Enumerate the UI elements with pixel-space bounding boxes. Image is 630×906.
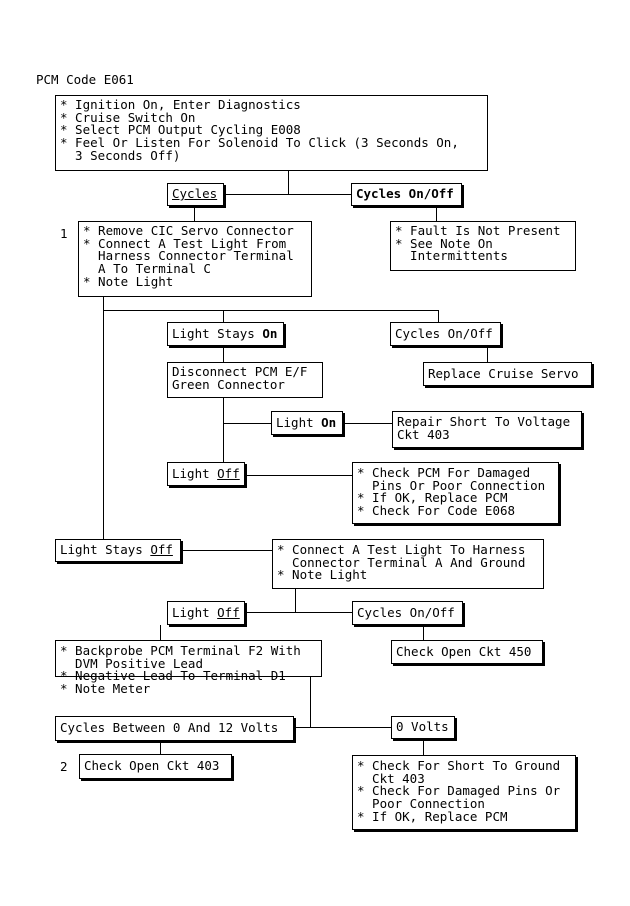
box-line: * Check For Short To Ground xyxy=(357,758,561,773)
box-line: * Connect A Test Light From xyxy=(83,235,287,251)
box-line: * Select PCM Output Cycling E008 xyxy=(60,122,301,138)
short-to-ground-box: * Check For Short To Ground Ckt 403 * Ch… xyxy=(352,755,576,830)
cycles-on-off-box: Cycles On/Off xyxy=(351,183,462,206)
connector-line xyxy=(245,475,352,476)
box-line: * If OK, Replace PCM xyxy=(357,808,508,824)
connector-line xyxy=(223,346,224,362)
box-line: * Note Meter xyxy=(60,681,151,697)
box-line: Disconnect PCM E/F xyxy=(172,364,308,379)
box-label: Replace Cruise Servo xyxy=(428,366,579,381)
cycles-on-off-box: Cycles On/Off xyxy=(352,601,463,625)
box-line: * Connect A Test Light To Harness xyxy=(277,542,526,557)
cycles-on-off-box: Cycles On/Off xyxy=(390,322,501,346)
cycles-0-12-volts-box: Cycles Between 0 And 12 Volts xyxy=(55,716,294,741)
repair-short-box: Repair Short To Voltage Ckt 403 xyxy=(392,411,582,448)
connector-line xyxy=(487,346,488,362)
box-label: Check Open Ckt 403 xyxy=(84,758,220,773)
box-line: * Note Light xyxy=(277,567,368,583)
box-line: Repair Short To Voltage xyxy=(397,414,571,429)
box-label: Light Stays On xyxy=(172,326,278,341)
box-line: A To Terminal C xyxy=(83,261,211,277)
box-label: Cycles Between 0 And 12 Volts xyxy=(60,720,279,735)
box-line: Pins Or Poor Connection xyxy=(357,477,546,493)
connector-line xyxy=(343,423,392,424)
box-line: * Fault Is Not Present xyxy=(395,223,561,238)
connector-line xyxy=(160,741,161,754)
connector-line xyxy=(103,310,439,311)
box-label: Cycles On/Off xyxy=(395,326,493,341)
box-line: * Note Light xyxy=(83,273,174,289)
connector-line xyxy=(194,205,195,223)
light-stays-off-box: Light Stays Off xyxy=(55,539,181,562)
box-line: * If OK, Replace PCM xyxy=(357,490,508,506)
box-label: Light Stays Off xyxy=(60,542,173,557)
light-stays-on-box: Light Stays On xyxy=(167,322,284,346)
step-number: 1 xyxy=(60,226,68,241)
box-label: Light Off xyxy=(172,466,240,481)
box-label: Cycles xyxy=(172,186,218,201)
box-line: * Remove CIC Servo Connector xyxy=(83,223,294,238)
box-label: 0 Volts xyxy=(396,719,449,734)
box-label: Light Off xyxy=(172,605,240,620)
box-line: Connector Terminal A And Ground xyxy=(277,554,526,570)
box-label: Cycles On/Off xyxy=(357,605,455,620)
box-label: Cycles On/Off xyxy=(356,186,454,201)
box-line: Intermittents xyxy=(395,248,508,264)
connector-line xyxy=(223,397,224,462)
box-line: * Backprobe PCM Terminal F2 With xyxy=(60,643,301,658)
connector-line xyxy=(223,310,224,322)
check-open-450-box: Check Open Ckt 450 xyxy=(391,640,543,664)
connector-line xyxy=(438,310,439,322)
light-on-box: Light On xyxy=(271,411,343,435)
connector-line xyxy=(181,550,272,551)
connector-line xyxy=(223,423,271,424)
replace-cruise-servo-box: Replace Cruise Servo xyxy=(423,362,592,386)
connector-line xyxy=(103,296,104,539)
connector-line xyxy=(224,612,352,613)
box-line: * Negative Lead To Terminal D1 xyxy=(60,668,286,684)
box-line: * Check PCM For Damaged xyxy=(357,465,531,480)
zero-volts-box: 0 Volts xyxy=(391,716,455,739)
connector-line xyxy=(288,171,289,195)
disconnect-pcm-box: Disconnect PCM E/F Green Connector xyxy=(167,362,323,398)
remove-servo-box: * Remove CIC Servo Connector * Connect A… xyxy=(78,221,312,297)
connector-line xyxy=(223,194,351,195)
light-off-box: Light Off xyxy=(167,462,245,486)
connector-line xyxy=(436,205,437,221)
box-line: * Check For Code E068 xyxy=(357,503,516,519)
box-line: DVM Positive Lead xyxy=(60,655,203,671)
connect-test-light-box: * Connect A Test Light To Harness Connec… xyxy=(272,539,544,589)
step-number: 2 xyxy=(60,759,68,774)
connector-line xyxy=(310,676,311,727)
box-line: Poor Connection xyxy=(357,796,485,812)
check-pcm-box: * Check PCM For Damaged Pins Or Poor Con… xyxy=(352,462,559,524)
box-line: * Check For Damaged Pins Or xyxy=(357,783,561,799)
box-line: Green Connector xyxy=(172,376,285,392)
connector-line xyxy=(423,625,424,640)
cycles-box: Cycles xyxy=(167,183,224,206)
backprobe-box: * Backprobe PCM Terminal F2 With DVM Pos… xyxy=(55,640,322,695)
box-line: Ckt 403 xyxy=(397,426,450,442)
connector-line xyxy=(294,727,391,728)
box-line: * See Note On xyxy=(395,235,493,251)
connector-line xyxy=(423,739,424,755)
page-title: PCM Code E061 xyxy=(36,72,134,87)
box-line: * Ignition On, Enter Diagnostics xyxy=(60,97,301,112)
check-open-403-box: Check Open Ckt 403 xyxy=(79,754,232,779)
box-line: Harness Connector Terminal xyxy=(83,248,294,264)
box-label: Check Open Ckt 450 xyxy=(396,644,532,659)
box-line: Ckt 403 xyxy=(357,770,425,786)
box-line: * Cruise Switch On xyxy=(60,109,196,125)
initial-steps-box: * Ignition On, Enter Diagnostics * Cruis… xyxy=(55,95,488,171)
fault-not-present-box: * Fault Is Not Present * See Note On Int… xyxy=(390,221,576,271)
box-label: Light On xyxy=(276,415,337,430)
box-line: * Feel Or Listen For Solenoid To Click (… xyxy=(60,135,459,151)
light-off-box: Light Off xyxy=(167,601,245,625)
connector-line xyxy=(295,588,296,612)
connector-line xyxy=(160,625,161,640)
box-line: 3 Seconds Off) xyxy=(60,147,181,163)
